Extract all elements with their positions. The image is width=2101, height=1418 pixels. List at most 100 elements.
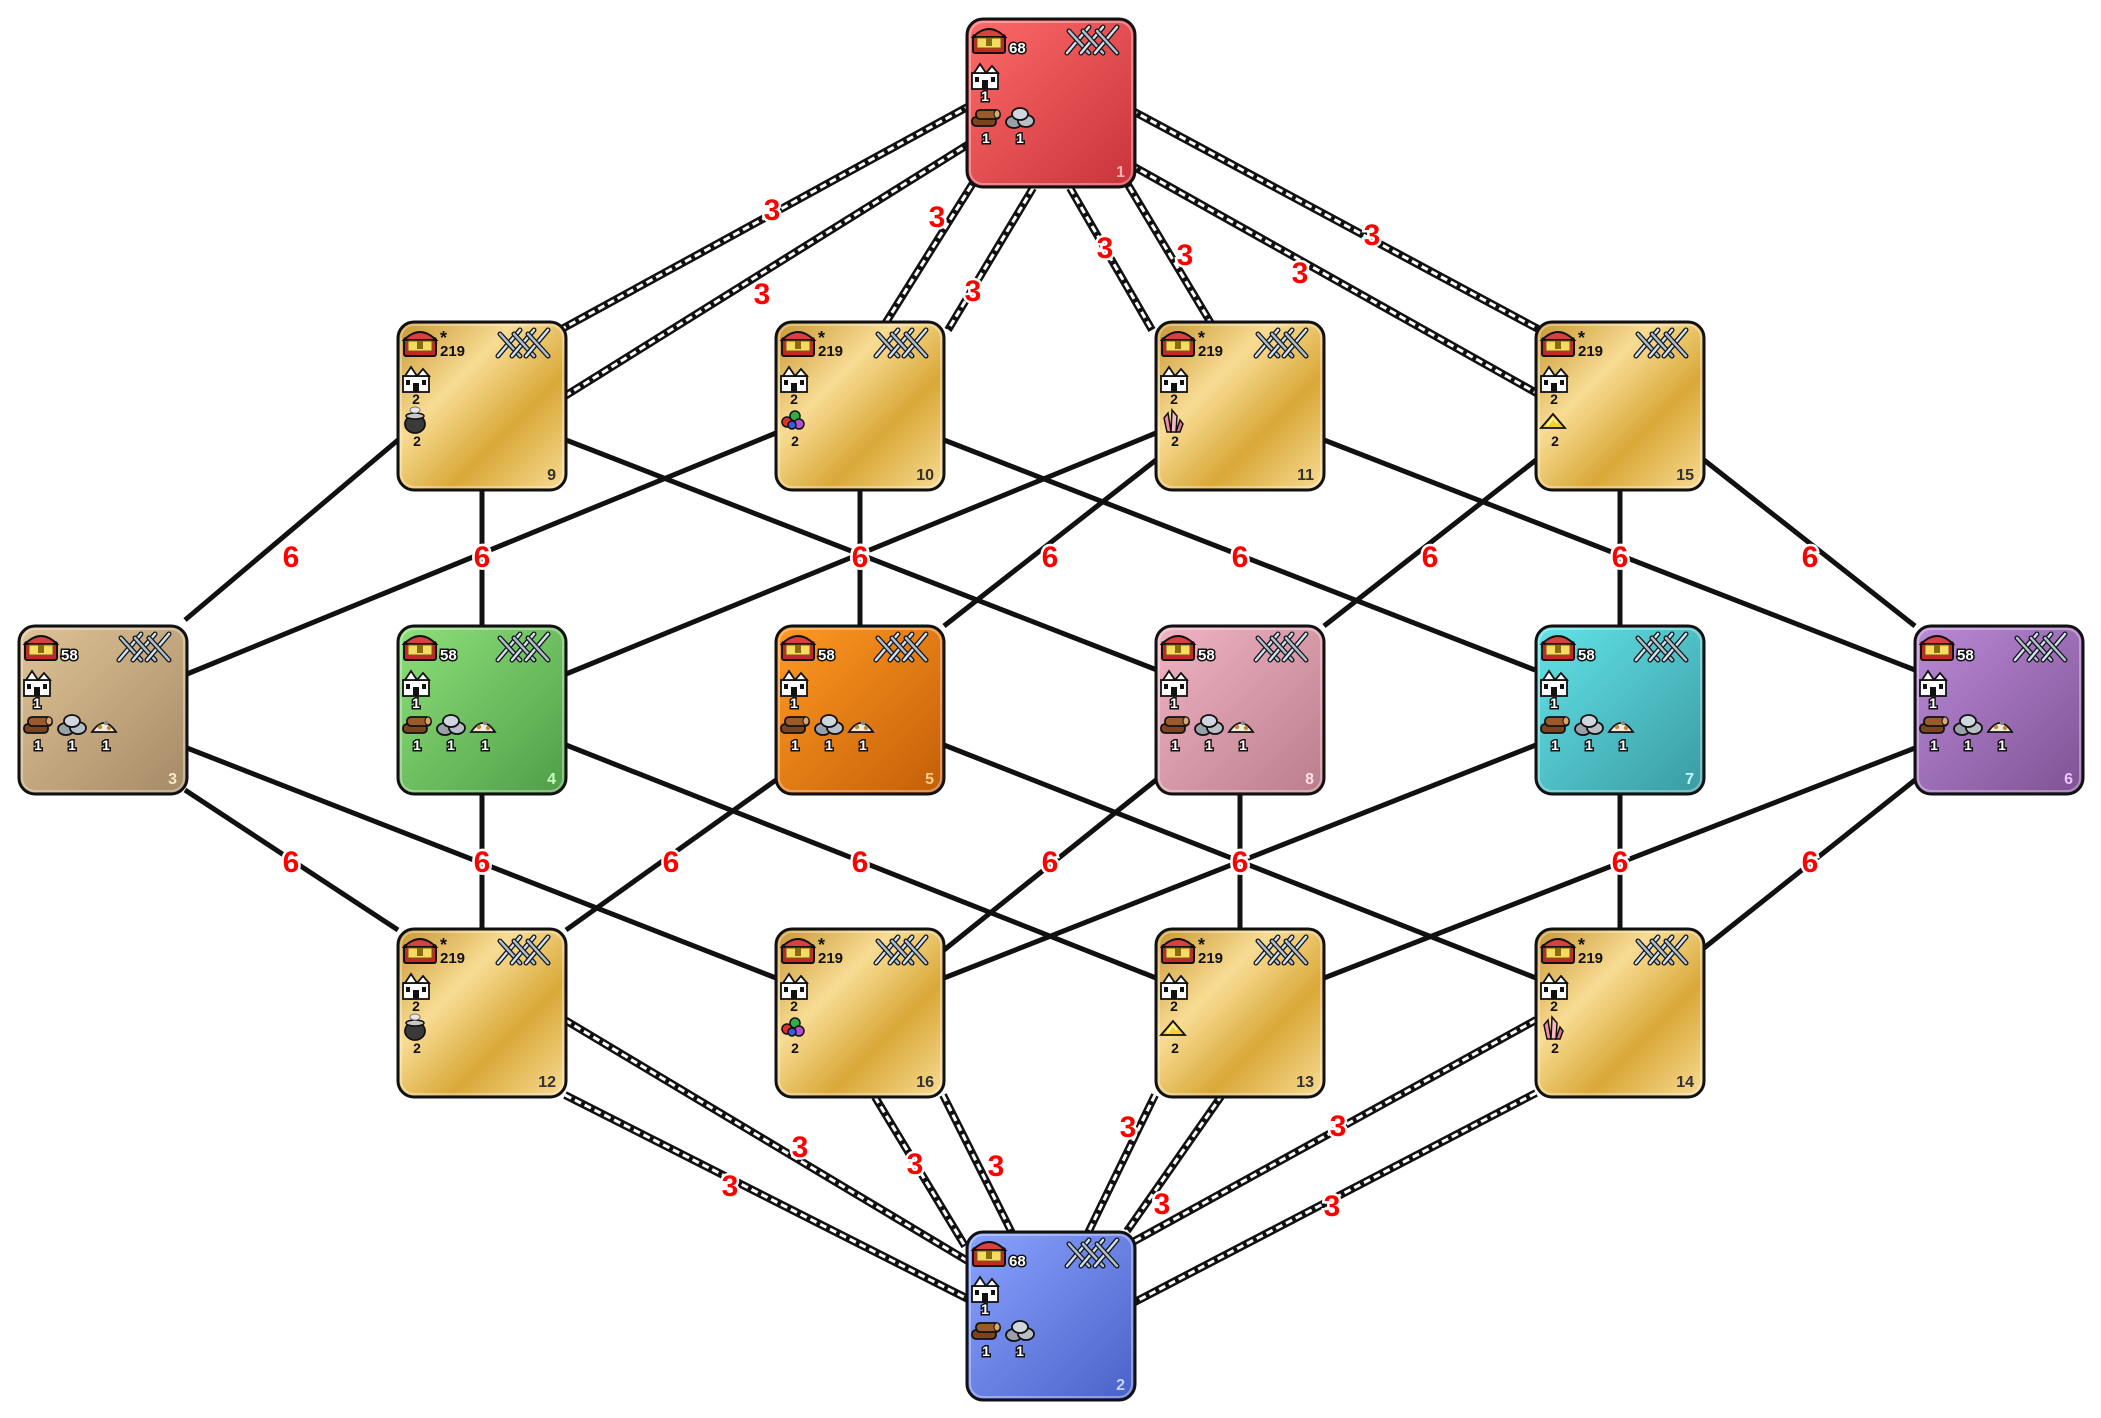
bonus-star: * xyxy=(818,935,825,955)
territory-tile xyxy=(1534,320,1706,492)
treasure-chest-icon xyxy=(1539,331,1577,357)
territory-number: 3 xyxy=(168,771,177,788)
crystal-icon xyxy=(1163,408,1184,433)
territory-tile xyxy=(965,1230,1137,1402)
link-line xyxy=(1323,745,1916,981)
link-cost-label: 6 xyxy=(852,846,869,879)
castle-icon xyxy=(23,669,52,697)
crossed-swords-icon xyxy=(1253,631,1309,663)
wood-icon xyxy=(1919,716,1949,734)
treasure-chest-icon xyxy=(1159,938,1197,964)
territory-number: 13 xyxy=(1296,1074,1314,1091)
resource-count: 1 xyxy=(1171,737,1179,753)
resource-count: 1 xyxy=(1551,737,1559,753)
building-count: 2 xyxy=(1170,391,1178,407)
ore-icon xyxy=(847,720,875,733)
gold-value: 58 xyxy=(818,647,835,664)
crossed-swords-icon xyxy=(1633,631,1689,663)
wood-icon xyxy=(402,716,432,734)
link-line xyxy=(565,430,1157,677)
treasure-chest-icon xyxy=(779,331,817,357)
road-dashes xyxy=(1068,187,1154,331)
territory-number: 11 xyxy=(1297,467,1314,484)
crossed-swords-icon xyxy=(873,327,929,359)
ore-icon xyxy=(1986,720,2014,733)
resource-count: 1 xyxy=(982,1343,990,1359)
resource-count: 2 xyxy=(413,433,421,449)
sulfur-icon xyxy=(1539,412,1567,429)
link-15-6 xyxy=(1702,458,1917,628)
tile-highlight xyxy=(778,324,942,488)
territory-number: 16 xyxy=(916,1074,934,1091)
territory-tile xyxy=(1534,927,1706,1099)
tile-highlight xyxy=(969,21,1133,185)
castle-icon xyxy=(1540,972,1569,1000)
sulfur-icon xyxy=(1159,1019,1187,1036)
building-count: 2 xyxy=(412,998,420,1014)
road-dashes xyxy=(1116,167,1214,326)
ore-icon xyxy=(1607,720,1635,733)
resource-count: 1 xyxy=(68,737,76,753)
link-line xyxy=(1702,458,1917,628)
tile-highlight xyxy=(400,628,564,792)
link-cost-label: 6 xyxy=(474,846,491,879)
tile-highlight xyxy=(1538,324,1702,488)
link-2-14 xyxy=(1129,1016,1538,1247)
treasure-chest-icon xyxy=(401,635,439,661)
castle-icon xyxy=(780,365,809,393)
treasure-chest-icon xyxy=(401,938,439,964)
stone-icon xyxy=(57,714,87,736)
tile-highlight xyxy=(21,628,185,792)
road-dashes xyxy=(1130,1091,1537,1306)
castle-icon xyxy=(971,62,1000,90)
bonus-star: * xyxy=(440,328,447,348)
link-line xyxy=(1322,458,1538,628)
link-cost-label: 3 xyxy=(1120,1111,1137,1144)
treasure-chest-icon xyxy=(1159,331,1197,357)
link-2-13 xyxy=(1082,1093,1159,1239)
resource-count: 1 xyxy=(1585,737,1593,753)
link-line xyxy=(564,777,778,933)
link-cost-label: 6 xyxy=(1612,846,1629,879)
gold-value: 68 xyxy=(1009,1253,1026,1270)
bonus-star: * xyxy=(440,935,447,955)
tile-highlight xyxy=(400,324,564,488)
link-cost-label: 3 xyxy=(988,1150,1005,1183)
link-2-16 xyxy=(939,1093,1017,1237)
tile-highlight xyxy=(778,931,942,1095)
gems-icon xyxy=(781,410,805,430)
territory-number: 1 xyxy=(1116,164,1125,181)
stone-icon xyxy=(1005,1320,1035,1342)
territory-number: 8 xyxy=(1305,771,1314,788)
resource-count: 2 xyxy=(791,433,799,449)
territory-number: 5 xyxy=(925,771,934,788)
link-cost-label: 6 xyxy=(1232,541,1249,574)
link-cost-label: 6 xyxy=(1802,846,1819,879)
treasure-chest-icon xyxy=(1539,938,1577,964)
link-11-5 xyxy=(942,458,1158,628)
resource-count: 1 xyxy=(34,737,42,753)
link-line xyxy=(942,458,1158,628)
bonus-star: * xyxy=(1198,328,1205,348)
link-cost-label: 6 xyxy=(852,541,869,574)
gold-value: 219 xyxy=(1198,343,1223,360)
territory-tile xyxy=(17,624,189,796)
